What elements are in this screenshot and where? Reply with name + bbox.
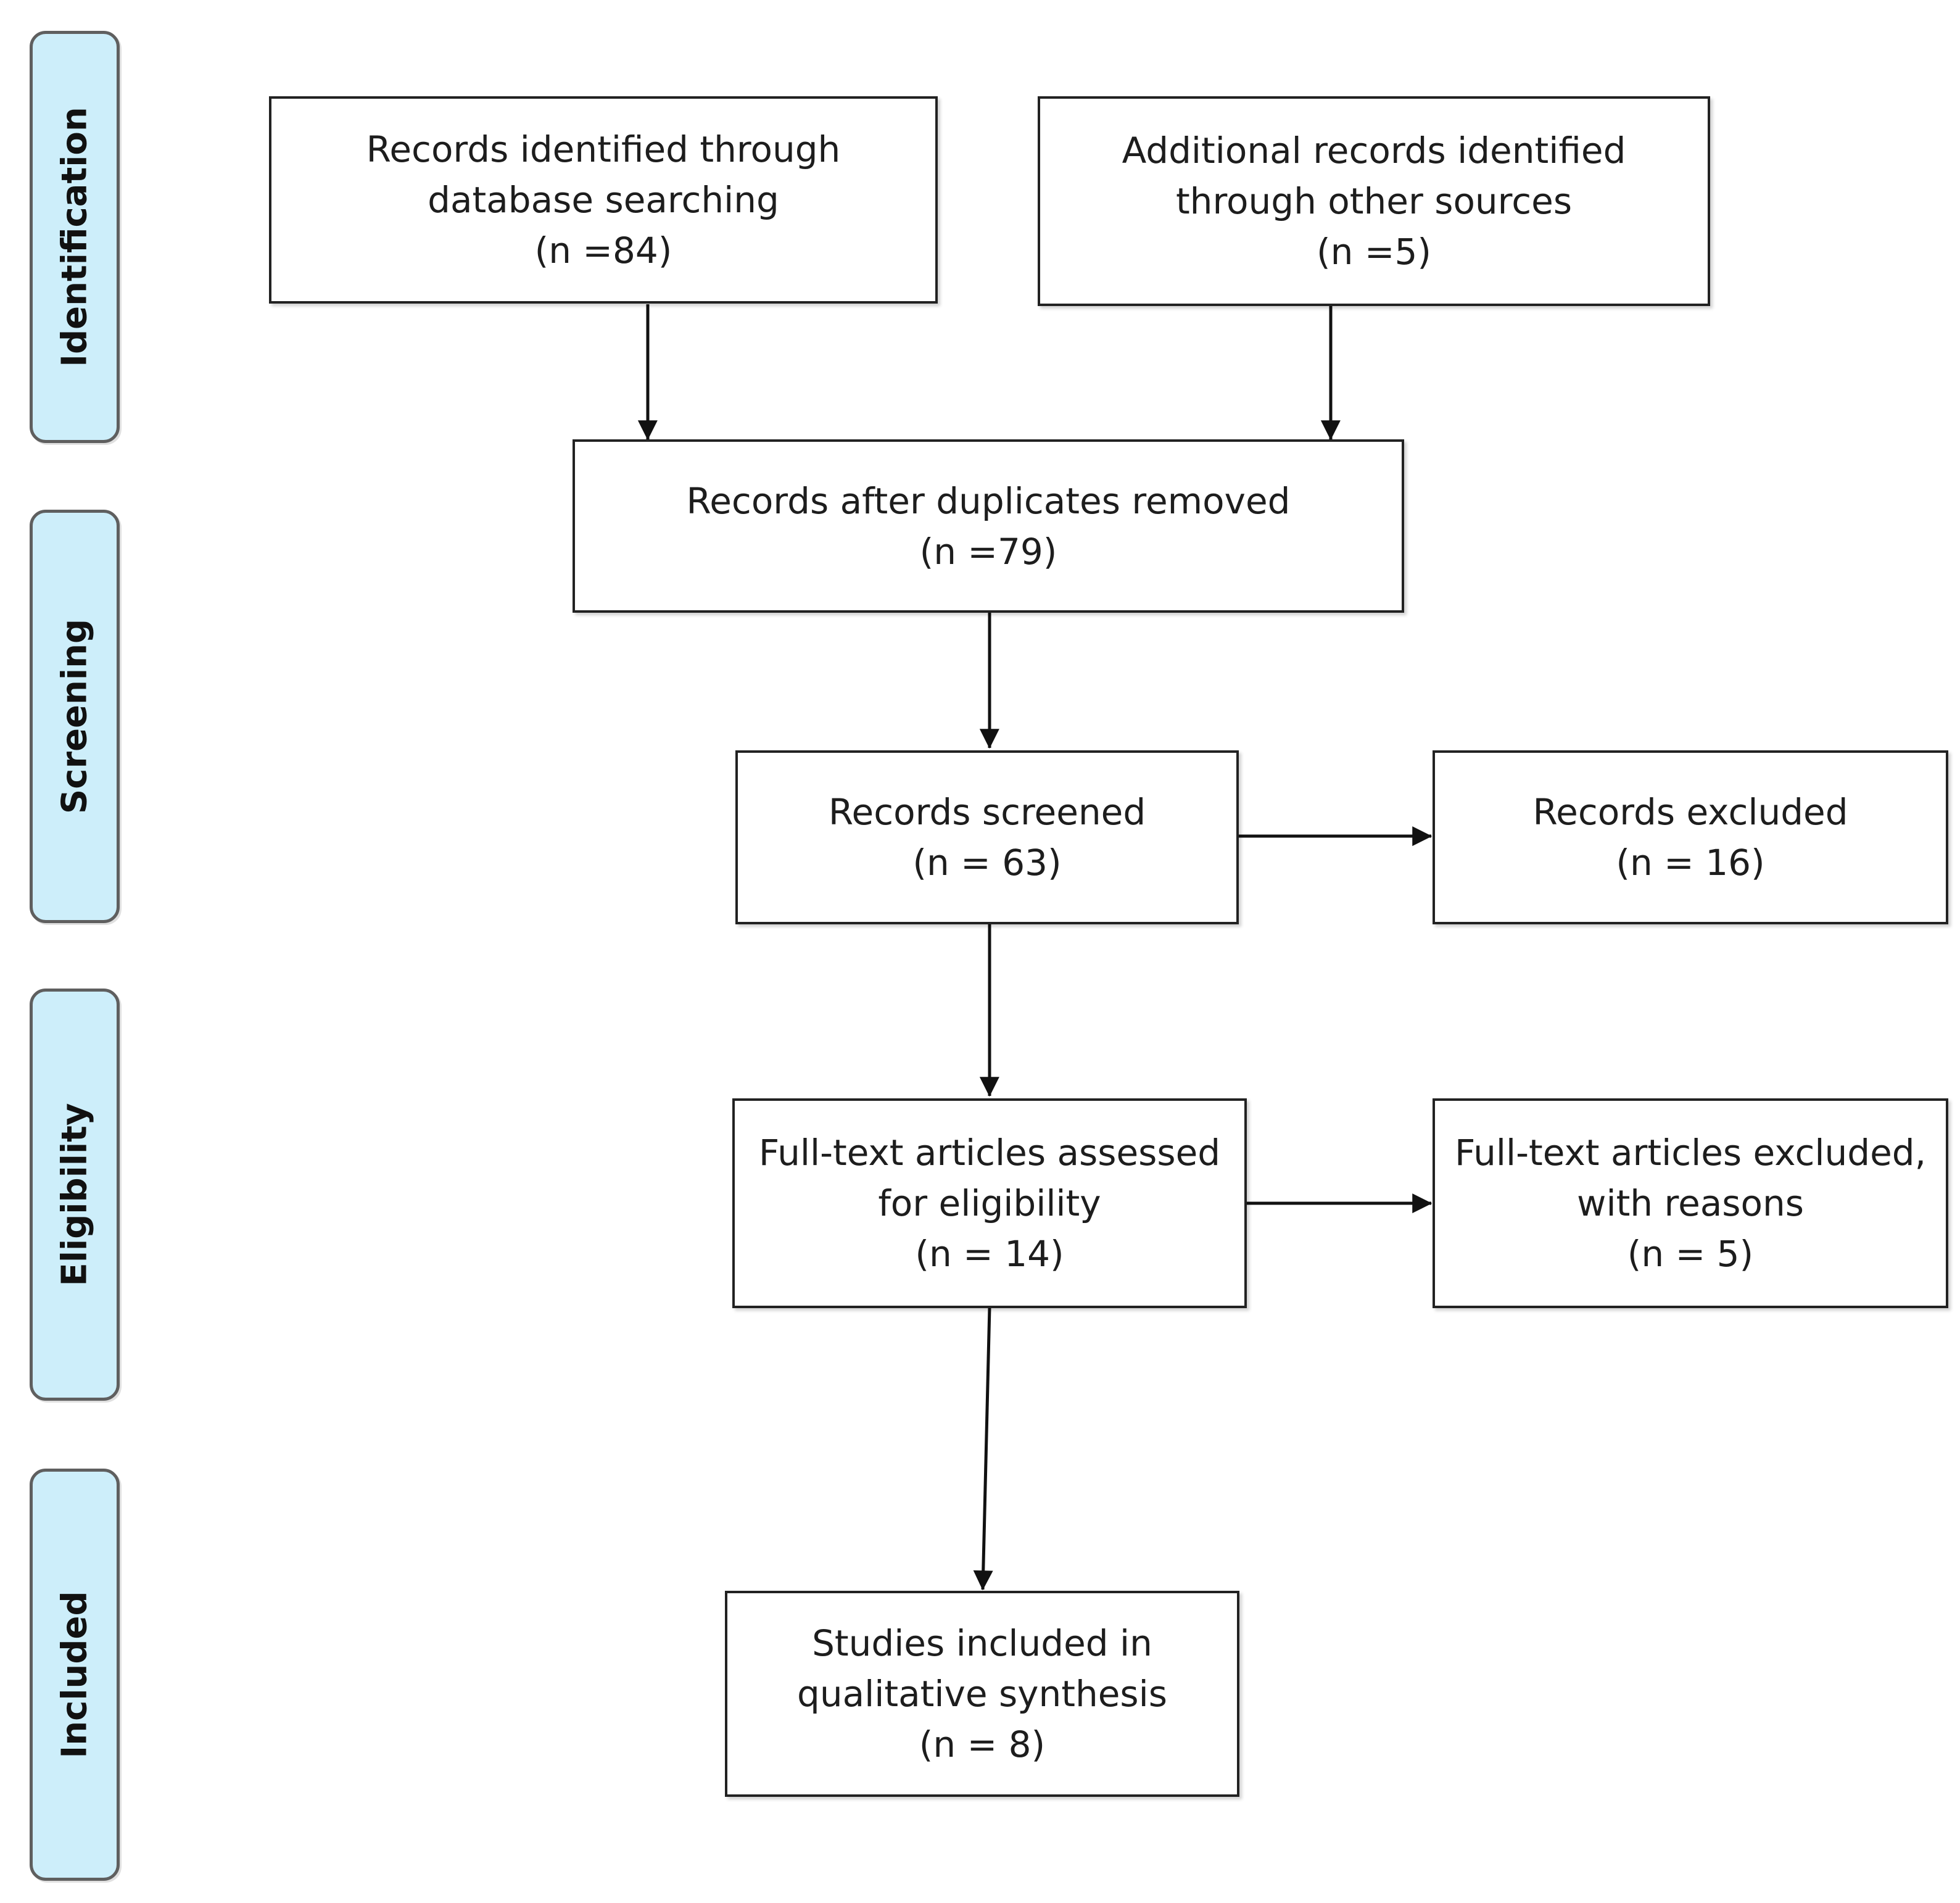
box-other-sources: Additional records identified through oth… — [1038, 96, 1710, 306]
box-after-duplicates: Records after duplicates removed (n =79) — [573, 439, 1404, 613]
box-text-line: Additional records identified — [1122, 130, 1626, 172]
box-text-line: with reasons — [1577, 1182, 1804, 1224]
box-text-line: database searching — [428, 179, 779, 221]
box-text-line: Records identified through — [366, 128, 841, 170]
box-text-line: (n = 8) — [919, 1723, 1046, 1765]
phase-included: Included — [30, 1469, 120, 1881]
box-records-excluded: Records excluded (n = 16) — [1433, 750, 1948, 924]
box-text-line: Full-text articles excluded, — [1454, 1132, 1927, 1174]
box-text-line: Studies included in — [812, 1622, 1152, 1664]
box-text-line: (n =5) — [1317, 231, 1431, 273]
box-database-records: Records identified through database searc… — [269, 96, 938, 304]
box-text-line: (n = 14) — [915, 1233, 1064, 1275]
phase-identification: Identification — [30, 31, 120, 443]
arrow-fulltext-to-included — [973, 1307, 993, 1591]
box-included-studies: Studies included in qualitative synthesis… — [725, 1591, 1239, 1797]
box-records-screened: Records screened (n = 63) — [735, 750, 1239, 924]
box-text-line: (n = 63) — [912, 842, 1062, 884]
box-fulltext-assessed: Full-text articles assessed for eligibili… — [732, 1098, 1247, 1308]
box-text-line: (n =84) — [534, 230, 672, 272]
box-text-line: Full-text articles assessed — [758, 1132, 1221, 1174]
box-text-line: qualitative synthesis — [797, 1673, 1167, 1715]
box-fulltext-excluded: Full-text articles excluded, with reasons… — [1433, 1098, 1948, 1308]
box-text-line: (n = 16) — [1616, 842, 1765, 884]
box-text-line: (n =79) — [919, 530, 1057, 573]
box-text-line: Records after duplicates removed — [686, 479, 1291, 522]
box-text-line: Records excluded — [1532, 791, 1848, 833]
box-text-line: Records screened — [828, 791, 1146, 833]
box-text-line: through other sources — [1175, 180, 1573, 222]
phase-screening: Screening — [30, 510, 120, 923]
box-text-line: for eligibility — [878, 1182, 1101, 1224]
phase-eligibility: Eligibility — [30, 989, 120, 1401]
box-text-line: (n = 5) — [1627, 1233, 1754, 1275]
